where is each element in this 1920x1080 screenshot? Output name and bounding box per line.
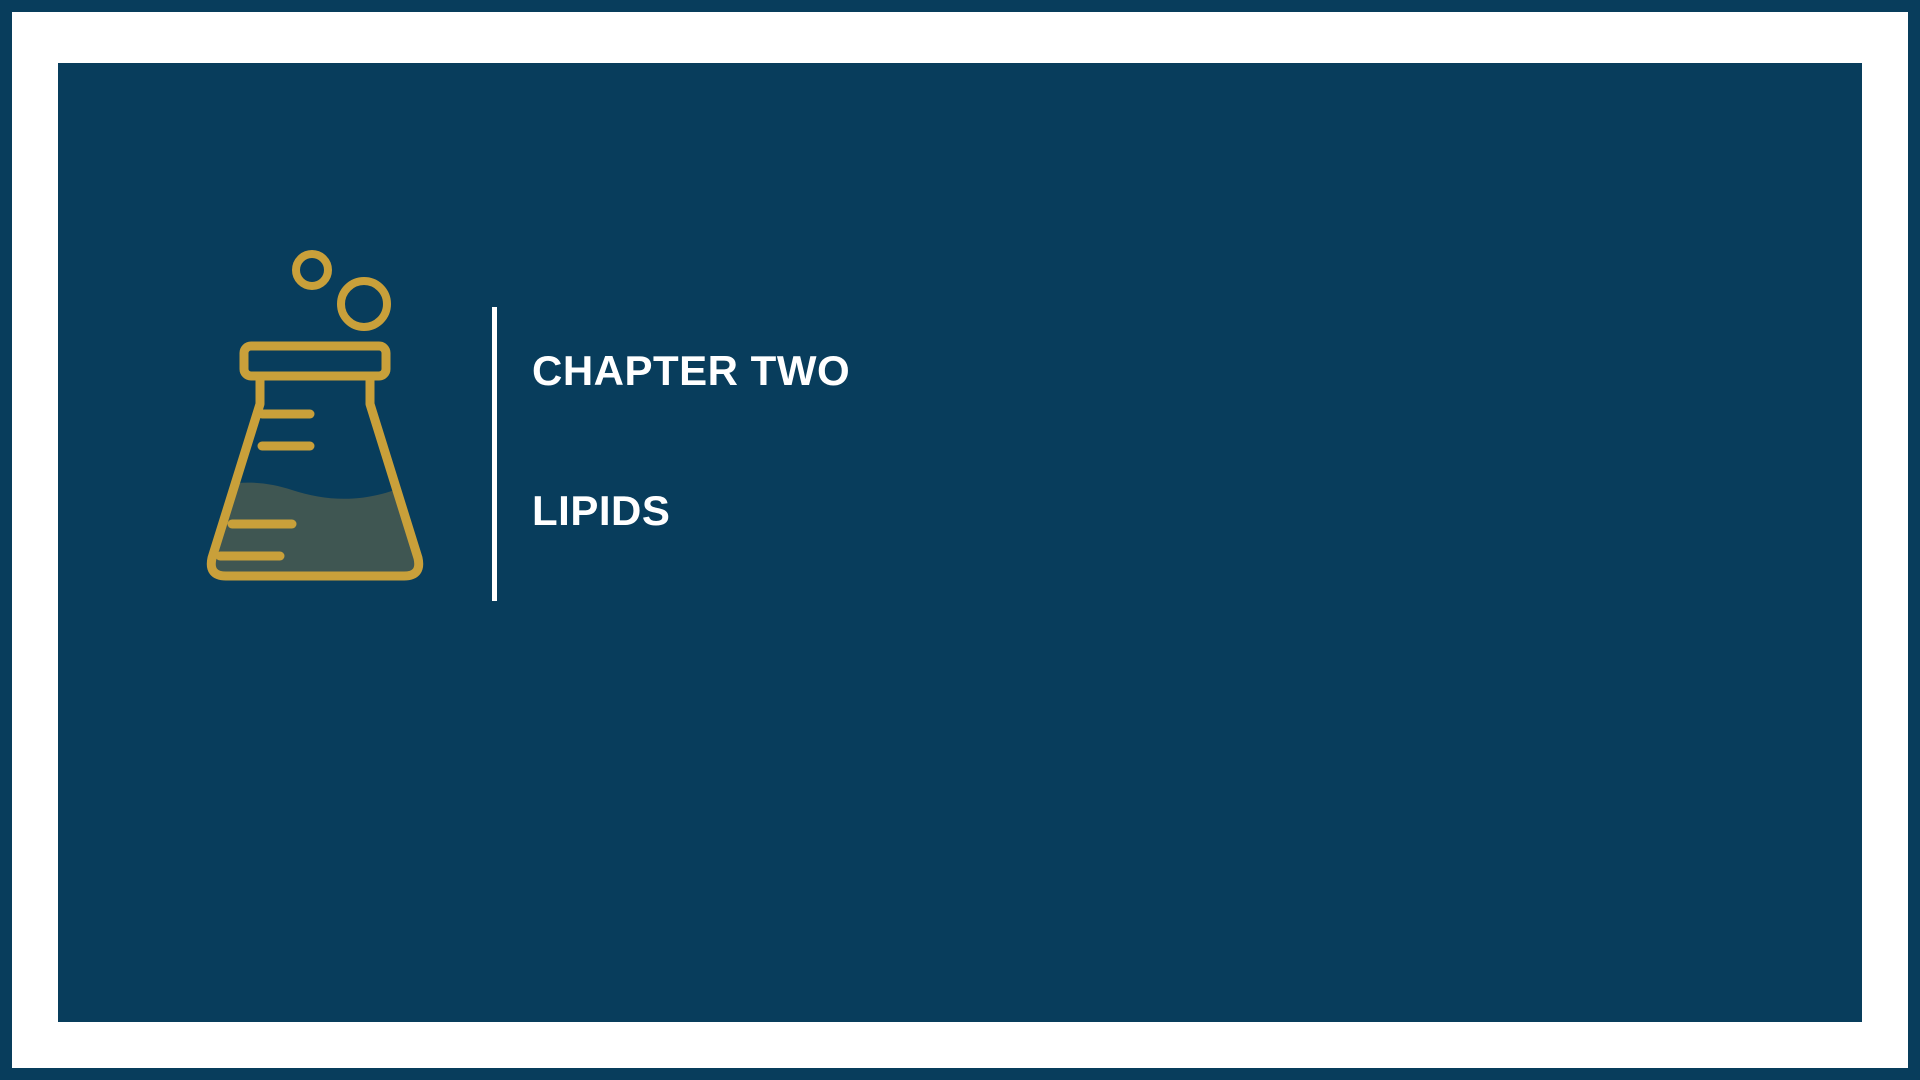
chapter-label: CHAPTER TWO — [532, 347, 851, 394]
title-text-block: CHAPTER TWO LIPIDS — [532, 347, 1632, 535]
erlenmeyer-flask-icon — [188, 228, 468, 588]
flask-body-outline — [206, 373, 424, 581]
content-panel: CHAPTER TWO LIPIDS — [58, 63, 1862, 1022]
chapter-title: LIPIDS — [532, 487, 671, 535]
flask-rim — [239, 341, 391, 381]
vertical-divider — [492, 307, 497, 601]
bubble-large-icon — [337, 277, 391, 331]
bubble-small-icon — [292, 250, 332, 290]
